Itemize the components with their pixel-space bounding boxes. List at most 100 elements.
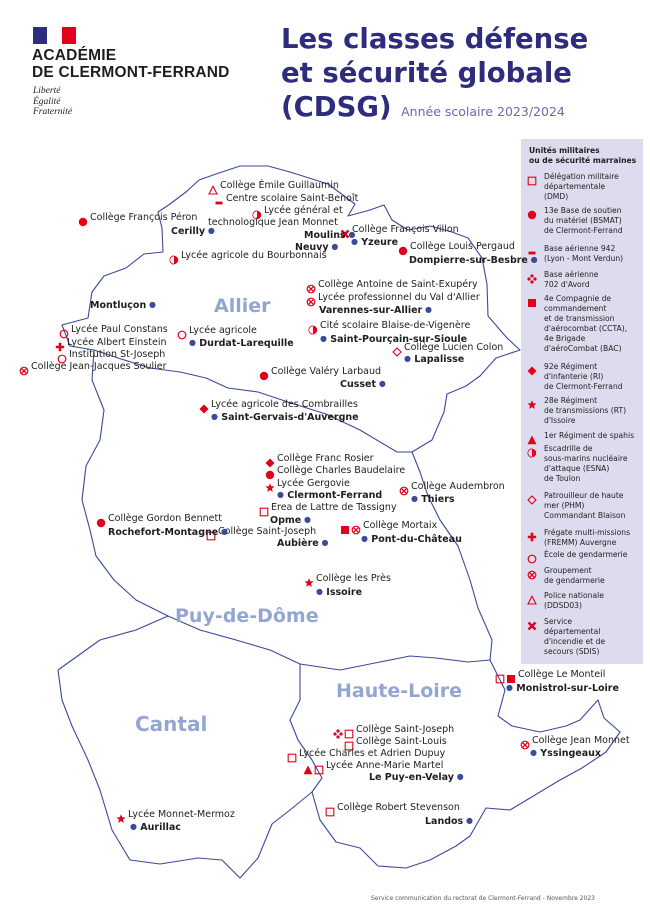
circle-cross-icon <box>306 279 316 298</box>
motto-liberte: Liberté <box>33 86 61 96</box>
dash-icon <box>527 243 539 255</box>
title-line-3: (CDSG) <box>281 91 392 123</box>
city-label: Neuvy ● <box>295 242 339 253</box>
school-label: Collège Mortaix <box>363 519 438 531</box>
school-label: Collège François Villon <box>352 223 459 235</box>
diamond-icon <box>527 361 539 376</box>
school-label: Lycée Gergovie <box>277 477 350 489</box>
school-label: Collège Antoine de Saint-Exupéry <box>318 278 478 290</box>
school-label: technologique Jean Monnet <box>208 216 338 228</box>
page-title: Les classes défense et sécurité globale … <box>281 22 588 129</box>
legend-title-line-1: Unités militaires <box>529 146 600 155</box>
star-icon <box>265 478 275 497</box>
school-label: Lycée Albert Einstein <box>67 336 167 348</box>
half-circle-icon <box>308 320 318 339</box>
circle-outline-icon <box>57 349 67 368</box>
city-label: ● Clermont-Ferrand <box>277 490 383 501</box>
org-line-1: ACADÉMIE <box>32 47 117 64</box>
city-label: ● Saint-Pourçain-sur-Sioule <box>320 334 468 345</box>
legend-item-label: 1er Régiment de spahis <box>544 431 635 440</box>
square-icon <box>340 520 350 539</box>
city-label: ● Yzeure <box>351 237 399 248</box>
half-circle-icon <box>169 250 179 269</box>
diamond-icon <box>265 453 275 472</box>
dot-icon <box>259 366 269 385</box>
cross-icon <box>527 616 539 631</box>
title-line-2: et sécurité globale <box>281 57 572 89</box>
circle-cross-icon <box>399 481 409 500</box>
city-label: ● Issoire <box>316 587 363 598</box>
triangle-icon <box>527 430 539 445</box>
school-label: Centre scolaire Saint-Benoît <box>226 192 359 204</box>
legend-item-label: Patrouilleur de haute mer (PHM) Commanda… <box>544 491 626 520</box>
diamond-outline-icon <box>527 490 539 505</box>
dot-icon <box>527 205 539 220</box>
city-label: Montluçon ● <box>90 300 156 311</box>
square-icon <box>527 293 539 307</box>
school-label: Lycée agricole des Combrailles <box>211 398 358 410</box>
cross-icon <box>340 224 350 243</box>
city-label: Opme ● <box>270 515 311 526</box>
legend-item-label: Délégation militaire départementale (DMD… <box>544 172 619 201</box>
legend-item-label: Frégate multi-missions (FREMM) Auvergne <box>544 528 631 547</box>
square-outline-icon <box>314 760 324 779</box>
dot-icon <box>398 241 408 260</box>
motto-fraternite: Fraternité <box>33 107 73 117</box>
school-label: Collège Saint-Joseph <box>356 723 455 735</box>
square-outline-icon <box>259 502 269 521</box>
legend-item-label: 92e Régiment d'infanterie (RI) de Clermo… <box>544 362 623 391</box>
title-line-1: Les classes défense <box>281 23 589 55</box>
legend-item-label: Service départemental d'incendie et de s… <box>544 617 606 656</box>
city-label: Cerilly ● <box>171 226 215 237</box>
school-label: Lycée Paul Constans <box>71 323 168 335</box>
circle-cross-icon <box>306 292 316 311</box>
triangle-outline-icon <box>527 590 539 605</box>
square-outline-icon <box>344 724 354 743</box>
legend-title-line-2: ou de sécurité marraines <box>529 156 637 165</box>
school-label: Institution St-Joseph <box>69 348 166 360</box>
cantal-border <box>57 615 323 879</box>
legend-item-label: Escadrille de sous-marins nucléaire d'at… <box>544 444 628 483</box>
school-label: Collège Jean Monnet <box>532 734 630 746</box>
circle-outline-icon <box>527 549 539 564</box>
school-label: Collège Jean-Jacques Soulier <box>31 360 167 372</box>
circle-outline-icon <box>177 325 187 344</box>
city-label: Rochefort-Montagne ● <box>108 527 228 538</box>
school-label: Collège les Près <box>316 572 391 584</box>
city-label: Le Puy-en-Velay ● <box>369 772 464 783</box>
school-label: Collège Audembron <box>411 480 505 492</box>
city-label: Cusset ● <box>340 379 386 390</box>
legend-title: Unités militaires ou de sécurité marrain… <box>529 146 636 166</box>
department-haute-loire: Haute-Loire <box>336 680 463 702</box>
city-label: Varennes-sur-Allier ● <box>319 305 432 316</box>
republic-motto: Liberté Égalité Fraternité <box>33 86 72 118</box>
star-icon <box>527 395 539 409</box>
department-allier: Allier <box>214 295 271 317</box>
plus-icon <box>55 337 65 356</box>
legend-item-label: Police nationale (DDSD03) <box>544 591 604 610</box>
dash-icon <box>214 193 224 212</box>
school-label: Lycée Monnet-Mermoz <box>128 808 235 820</box>
allier-border <box>61 165 521 453</box>
school-label: Collège Franc Rosier <box>277 452 374 464</box>
org-line-2: DE CLERMONT-FERRAND <box>32 64 230 81</box>
school-label: Lycée Charles et Adrien Dupuy <box>299 747 446 759</box>
school-label: Erea de Lattre de Tassigny <box>271 501 397 513</box>
square-outline-icon <box>527 171 539 186</box>
square-icon <box>506 669 516 688</box>
legend-item-label: Base aérienne 942 (Lyon - Mont Verdun) <box>544 244 624 263</box>
plus-icon <box>527 527 539 542</box>
city-label: ● Saint-Gervais-d'Auvergne <box>211 412 359 423</box>
motto-egalite: Égalité <box>33 96 61 107</box>
plus-dots-icon <box>333 724 343 743</box>
department-cantal: Cantal <box>135 712 208 736</box>
diamond-icon <box>199 399 209 418</box>
city-label: ● Pont-du-Château <box>361 534 462 545</box>
star-icon <box>304 573 314 592</box>
city-label: ● Lapalisse <box>404 354 465 365</box>
square-outline-icon <box>495 669 505 688</box>
school-label: Collège Gordon Bennett <box>108 512 222 524</box>
school-label: Lycée professionnel du Val d'Allier <box>318 291 480 303</box>
circle-cross-icon <box>520 735 530 754</box>
